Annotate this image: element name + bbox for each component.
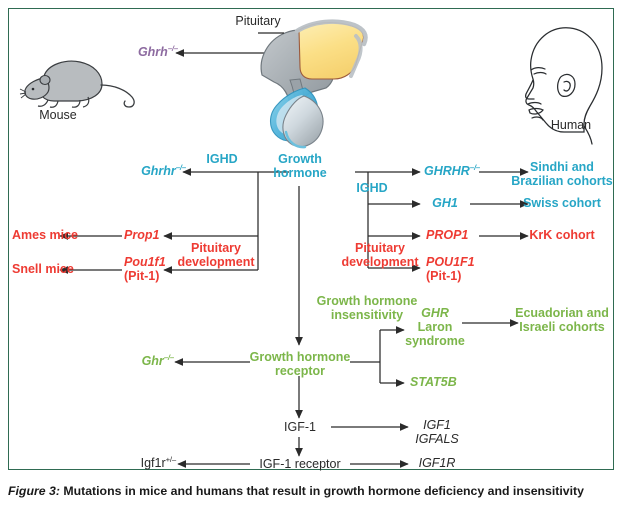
ghr-node-l1: Growth hormone [249,350,351,364]
growth-hormone-line1: Growth [278,152,322,166]
pituitary-label: Pituitary [235,14,281,28]
ghi-l2: insensitivity [330,308,404,322]
phenotype-ames-mice: Ames mice [12,228,79,242]
gene-pou1f1-human: POU1F1(Pit-1) [426,255,506,283]
human-head-illustration [525,27,603,145]
ppd-left-l2: development [177,255,255,269]
gene-pou1f1-human-alt: (Pit-1) [426,269,462,283]
figure-number: Figure 3: [8,484,60,498]
gene-pou1f1-mouse-text: Pou1f1 [124,255,166,269]
pathway-ighd-left: IGHD [206,152,238,166]
pituitary-illustration [258,19,368,149]
gene-ghrhr-human-sup: –/– [469,162,481,172]
gene-ghrhr-human-text: GHRHR [424,164,470,178]
ghr-node-l2: receptor [274,364,326,378]
gene-prop1-mouse: Prop1 [124,228,160,242]
phenotype-snell-mice: Snell mice [12,262,74,276]
gene-ghrhr-mouse-text: Ghrhr [141,164,176,178]
gene-ghr-syndrome: syndrome [405,334,465,348]
gene-ghrh-mouse-text: Ghrh [137,45,168,59]
gene-pou1f1-mouse: Pou1f1(Pit-1) [124,255,196,283]
ghi-l1: Growth hormone [316,294,418,308]
gene-ghrh-mouse: Ghrh–/– [106,43,178,59]
cohort-sb-l2: Brazilian cohorts [511,174,613,188]
gene-igf1r-human: IGF1R [418,456,456,470]
ppd-right-l1: Pituitary [354,241,405,255]
ppd-left-l1: Pituitary [190,241,241,255]
gene-ghr-human-text: GHR [421,306,449,320]
growth-hormone-line2: hormone [273,166,327,180]
gene-pou1f1-human-text: POU1F1 [426,255,475,269]
gene-igfals-human: IGFALS [415,432,459,446]
cohort-sb-l1: Sindhi and [530,160,594,174]
gene-igf1r-mouse-text: Igf1r [140,456,166,470]
gene-ghr-mouse-text: Ghr [141,354,164,368]
pathway-ighd-right: IGHD [356,181,388,195]
gene-igf1r-mouse: Igf1r+/– [108,454,177,470]
gene-stat5b-human: STAT5B [410,375,457,389]
human-label: Human [550,118,592,132]
gene-ghr-mouse-sup: –/– [163,352,174,362]
gene-pou1f1-mouse-alt: (Pit-1) [124,269,160,283]
mouse-illustration [19,60,135,108]
gene-ghr-laron: Laron [417,320,453,334]
ppd-right-l2: development [341,255,419,269]
mouse-label: Mouse [39,108,77,122]
cohort-krk: KrK cohort [529,228,595,242]
gene-ghrhr-human: GHRHR–/– [424,162,514,178]
gene-ghrhr-mouse: Ghrhr–/– [110,162,186,178]
gene-prop1-human: PROP1 [426,228,469,242]
gene-ghrhr-mouse-sup: –/– [175,162,186,172]
gene-gh1-human: GH1 [432,196,458,210]
figure-caption: Figure 3: Mutations in mice and humans t… [8,484,616,499]
cohort-ei-l1: Ecuadorian and [515,306,609,320]
gene-igf1-human: IGF1 [423,418,451,432]
figure-caption-text: Mutations in mice and humans that result… [59,484,584,498]
node-igf1: IGF-1 [284,420,316,434]
cohort-ei-l2: Israeli cohorts [519,320,605,334]
node-igf1-receptor: IGF-1 receptor [259,457,341,471]
cohort-swiss: Swiss cohort [523,196,601,210]
gene-igf1r-mouse-sup: +/– [165,454,177,464]
gene-ghrh-mouse-sup: –/– [167,43,178,53]
gene-ghr-mouse: Ghr–/– [110,352,175,368]
